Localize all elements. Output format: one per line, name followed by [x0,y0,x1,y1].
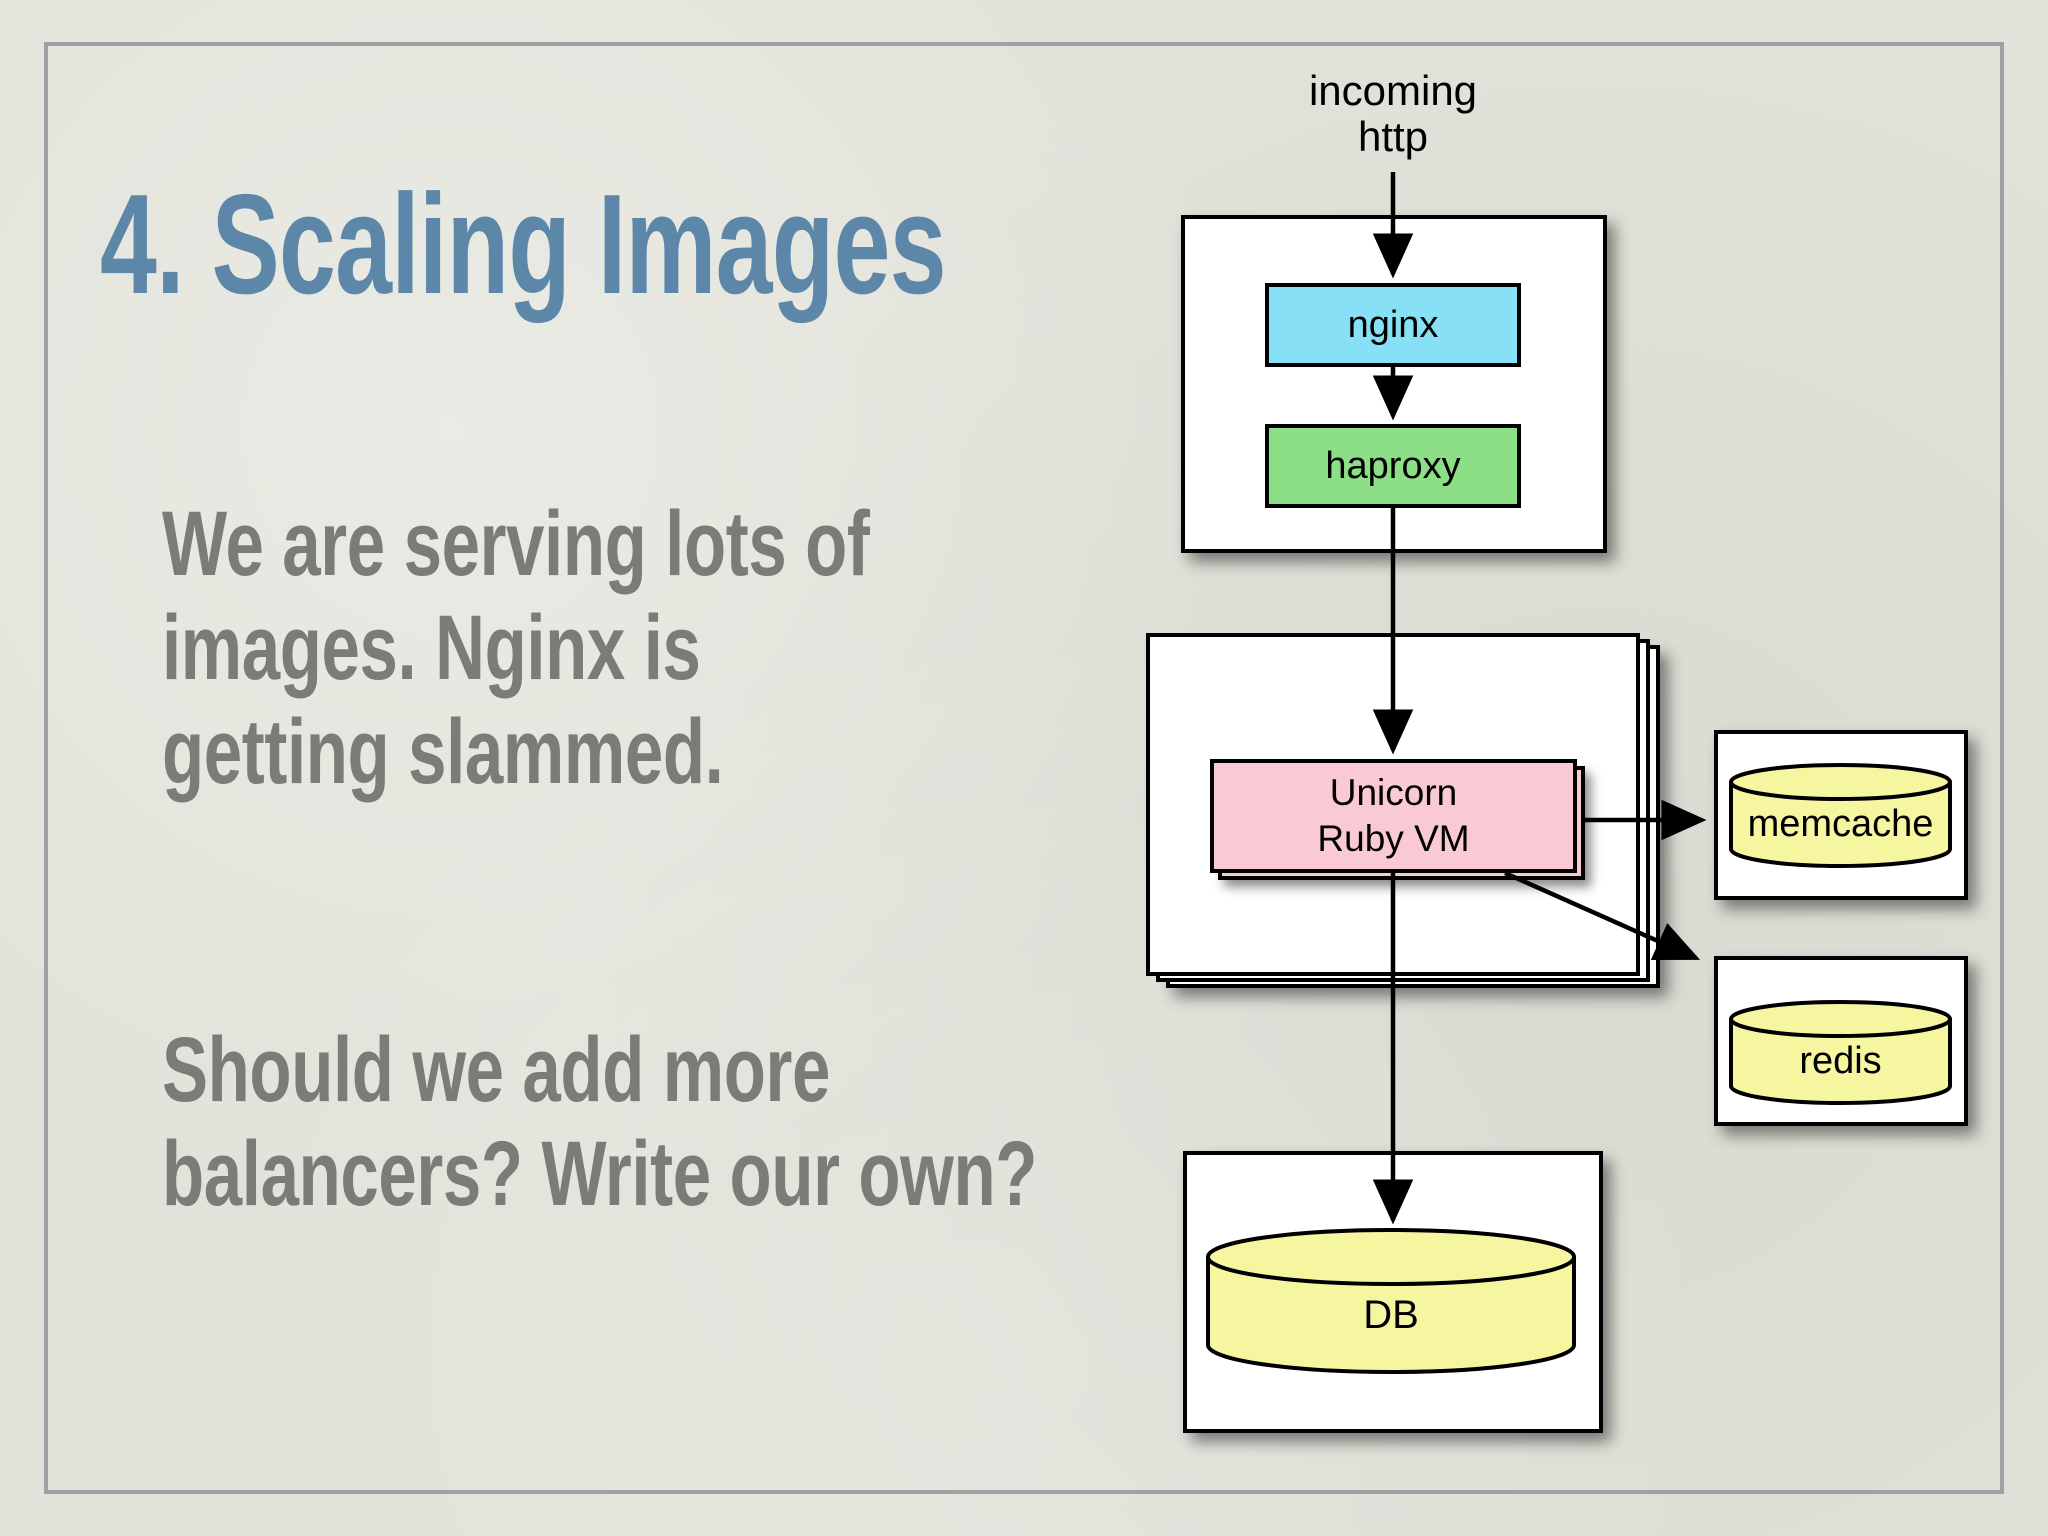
body-paragraph-2: Should we add more balancers? Write our … [162,1018,1329,1226]
cylinder-top [1729,1000,1952,1038]
unicorn-label-line1: Unicorn [1329,772,1458,813]
body-line-text: Should we add more [162,1019,830,1121]
body-line: images. Nginx is [162,596,1105,700]
body-line-text: getting slammed. [162,701,724,803]
memcache-cylinder [1729,763,1952,868]
nginx-label: nginx [1347,303,1439,346]
page-title-text: 4. Scaling Images [100,165,947,324]
incoming-label-line2: http [1357,113,1429,160]
cylinder-top [1206,1228,1576,1286]
nginx-node: nginx [1265,283,1521,367]
haproxy-node: haproxy [1265,424,1521,508]
body-line-text: images. Nginx is [162,597,701,699]
unicorn-label-line2: Ruby VM [1317,818,1470,859]
cylinder-body [1206,1257,1576,1374]
memcache-label: memcache [1747,802,1934,845]
db-label: DB [1363,1292,1419,1337]
unicorn-node: Unicorn Ruby VM [1210,759,1577,873]
cylinder-top [1729,763,1952,801]
cylinder-body [1729,782,1952,868]
body-line-text: balancers? Write our own? [162,1123,1037,1225]
incoming-http-label: incoming http [1240,68,1546,160]
redis-cylinder [1729,1000,1952,1105]
redis-label: redis [1799,1039,1882,1082]
page-title: 4. Scaling Images [100,170,1275,320]
body-line: balancers? Write our own? [162,1122,1329,1226]
body-paragraph-1: We are serving lots of images. Nginx is … [162,492,1105,804]
incoming-label-line1: incoming [1308,67,1478,114]
body-line: We are serving lots of [162,492,1105,596]
haproxy-label: haproxy [1325,444,1461,487]
slide-frame-border [44,42,2004,1494]
db-cylinder [1206,1228,1576,1374]
cylinder-body [1729,1019,1952,1105]
body-line: getting slammed. [162,700,1105,804]
body-line-text: We are serving lots of [162,493,870,595]
body-line: Should we add more [162,1018,1329,1122]
